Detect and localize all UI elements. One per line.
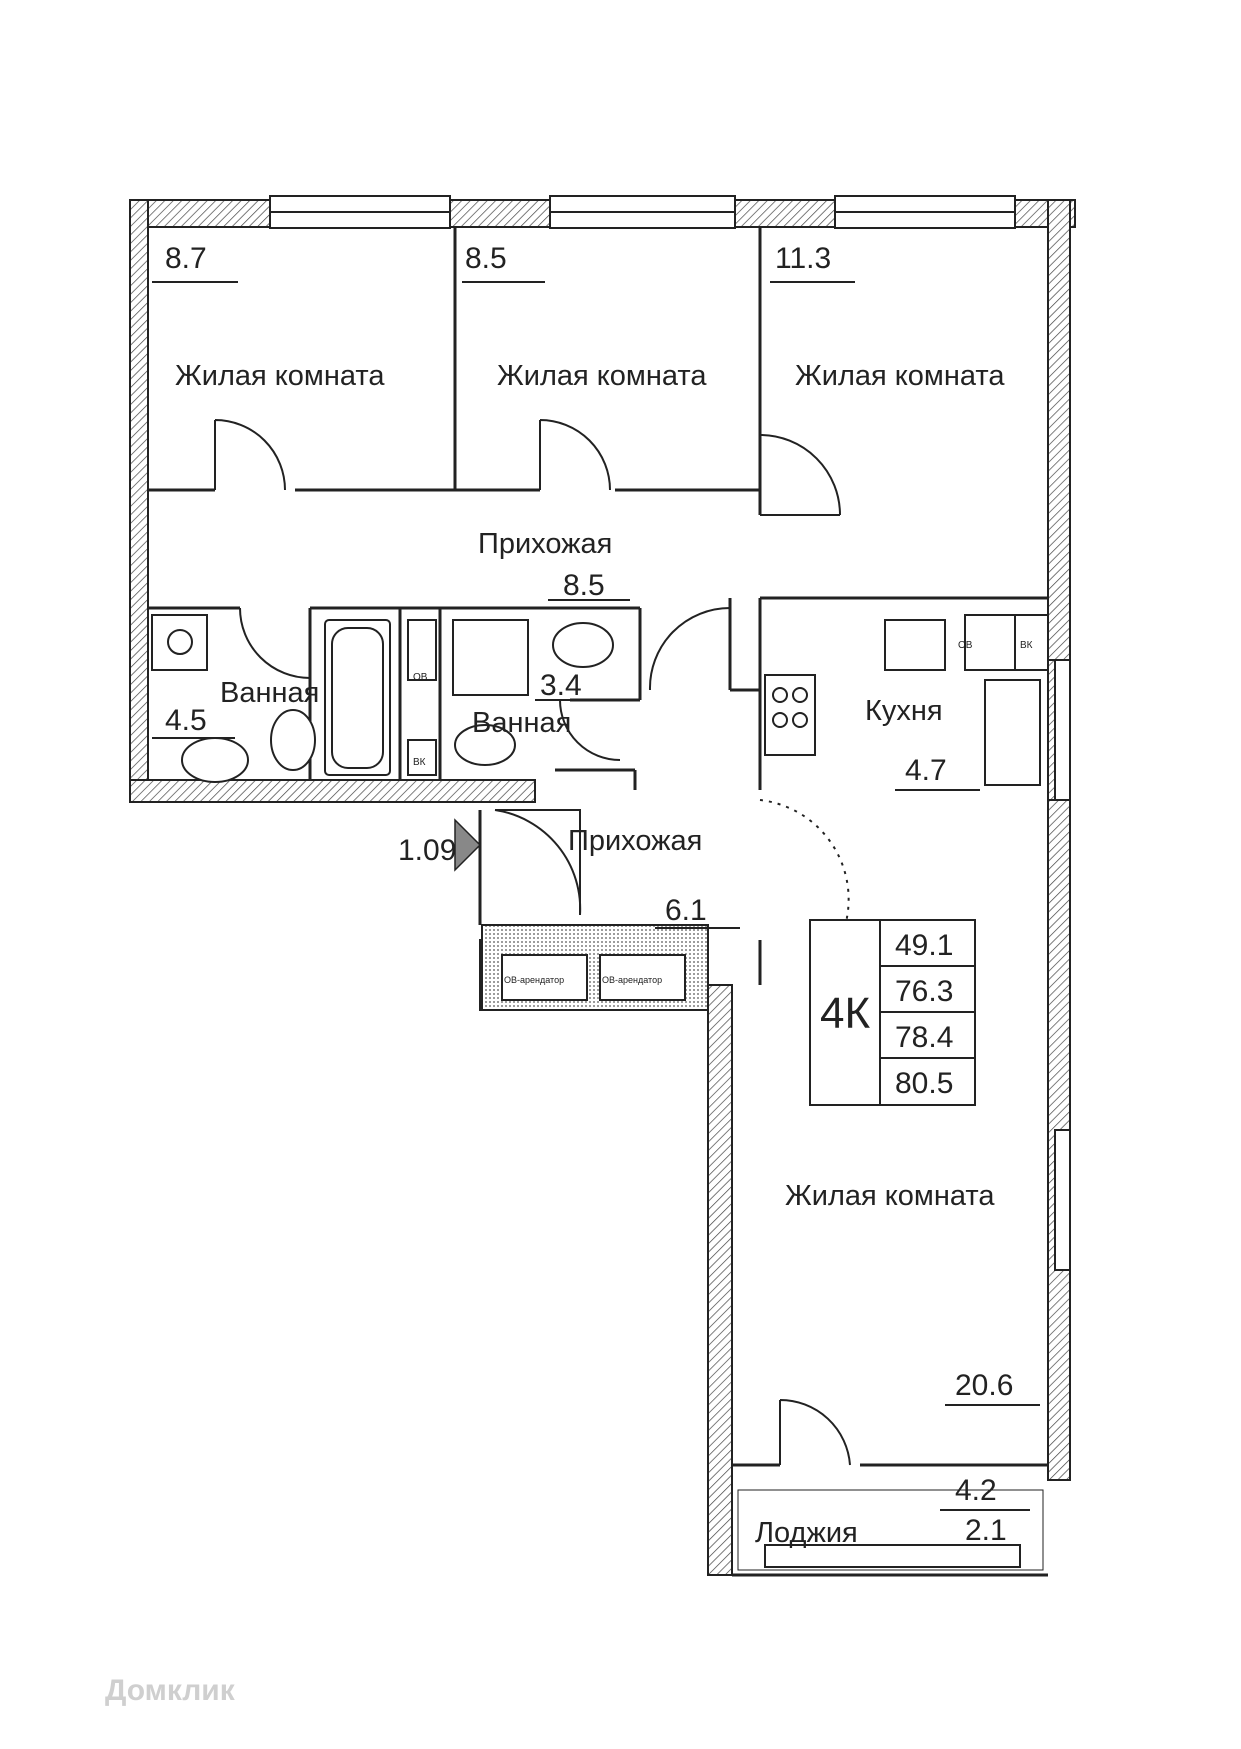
ov-renter2-icon [599, 954, 686, 1001]
entrance-height: 1.09 [398, 834, 456, 867]
toilet-icon [270, 709, 316, 771]
room-area: 3.4 [540, 669, 582, 702]
room-label: Лоджия [755, 1517, 858, 1549]
ov-label: ОВ [958, 640, 973, 651]
room-label: Жилая комната [175, 360, 385, 392]
room-area: 4.5 [165, 704, 207, 737]
hood-icon [984, 679, 1041, 786]
room-area: 8.7 [165, 242, 207, 275]
summary-box [809, 919, 976, 1106]
vk-bath-icon [407, 739, 437, 776]
room-area: 6.1 [665, 894, 707, 927]
room-label: Жилая комната [795, 360, 1005, 392]
vk-shaft-icon [1014, 614, 1049, 671]
room-area-reduced: 2.1 [965, 1514, 1007, 1547]
room-label: Кухня [865, 695, 943, 727]
room-labels: Жилая комната 8.7 Жилая комната 8.5 Жила… [152, 242, 1040, 1549]
room-area: 4.7 [905, 754, 947, 787]
ov-label: ОВ [413, 672, 428, 683]
apartment-type: 4К [820, 989, 870, 1038]
stove-icon [764, 674, 816, 756]
watermark: Домклик [105, 1674, 236, 1707]
ov-renter-label: ОВ-арендатор [504, 975, 564, 985]
entrance-arrow [454, 818, 482, 872]
fixtures [151, 614, 1049, 1571]
fixture-labels: ОВ ВК ОВ ВК ОВ-арендатор ОВ-арендатор [413, 640, 1033, 985]
room-area: 4.2 [955, 1474, 997, 1507]
area-full: 80.5 [895, 1067, 953, 1100]
vk-label: ВК [1020, 640, 1033, 651]
kitchen-sink-icon [884, 619, 946, 671]
shower-tray-icon [452, 619, 529, 696]
room-label: Прихожая [478, 528, 612, 560]
summary-text: 4К 49.1 76.3 78.4 80.5 [820, 929, 953, 1100]
room-area: 20.6 [955, 1369, 1013, 1402]
room-area: 8.5 [465, 242, 507, 275]
room-label: Жилая комната [497, 360, 707, 392]
toilet2-icon [454, 724, 516, 766]
room-area: 11.3 [775, 242, 831, 275]
exterior-walls [129, 199, 1076, 1576]
sink2-icon [552, 622, 614, 668]
interior-walls [148, 228, 1048, 1577]
ov-bath-icon [407, 619, 437, 681]
drum-icon [167, 629, 193, 655]
doors [214, 419, 851, 1466]
sink-icon [181, 737, 249, 783]
ov-renter1-icon [501, 954, 588, 1001]
watermark-text: Домклик [105, 1674, 236, 1707]
area-with-loggia: 78.4 [895, 1021, 953, 1054]
room-label: Жилая комната [785, 1180, 995, 1212]
area-living: 49.1 [895, 929, 953, 962]
room-label: Ванная [472, 707, 571, 739]
vk-label: ВК [413, 757, 426, 768]
room-area: 8.5 [563, 569, 605, 602]
ov-shaft-icon [964, 614, 1016, 671]
ov-renter-label: ОВ-арендатор [602, 975, 662, 985]
area-total: 76.3 [895, 975, 953, 1008]
room-label: Прихожая [568, 825, 702, 857]
windows [269, 195, 1071, 1568]
room-label: Ванная [220, 677, 319, 709]
